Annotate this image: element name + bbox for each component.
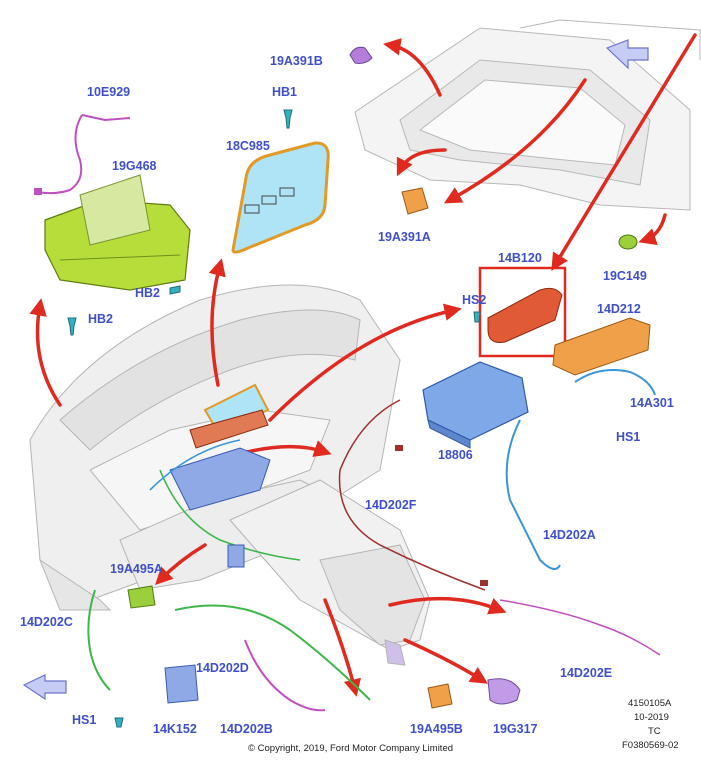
component-19a391a xyxy=(401,187,429,215)
label-hs1-lower: HS1 xyxy=(72,713,96,727)
label-14d202d: 14D202D xyxy=(196,661,249,675)
component-14b120 xyxy=(487,287,563,343)
component-14k152 xyxy=(164,664,199,704)
arrow-to-19a495a xyxy=(155,543,207,585)
wire-14a301 xyxy=(574,369,656,396)
label-hs2: HS2 xyxy=(462,293,486,307)
direction-arrow-icon-bottom xyxy=(22,674,67,701)
arrow-to-19a391b xyxy=(383,38,442,97)
wire-10e929 xyxy=(37,114,83,195)
arrow-to-14d202e xyxy=(388,596,507,615)
label-14d202b: 14D202B xyxy=(220,722,273,736)
footer: © Copyright, 2019, Ford Motor Company Li… xyxy=(248,698,679,754)
component-19a391b xyxy=(349,46,373,64)
pointer-arrows xyxy=(29,33,697,697)
label-14d202e: 14D202E xyxy=(560,666,612,680)
component-14d212 xyxy=(552,317,651,376)
label-14k152: 14K152 xyxy=(153,722,197,736)
component-18806 xyxy=(422,361,529,449)
arrow-to-19a391a xyxy=(443,78,587,204)
direction-arrow-icon-top xyxy=(605,39,649,70)
component-hb2-a xyxy=(169,285,181,295)
label-14b120: 14B120 xyxy=(498,251,542,265)
label-19a495a: 19A495A xyxy=(110,562,163,576)
dash-harness-cluster xyxy=(149,383,301,568)
roof-headliner xyxy=(354,19,701,211)
wire-14d202e xyxy=(499,599,661,656)
arrow-to-hs2-module xyxy=(268,303,462,422)
wire-14d202c xyxy=(87,589,111,691)
arrow-to-19g317 xyxy=(403,638,488,684)
callout-labels: 19A391B 10E929 HB1 19G468 18C985 19A391A… xyxy=(20,54,674,736)
arrow-to-sunroof-lamp xyxy=(396,148,447,177)
label-14d212: 14D212 xyxy=(597,302,641,316)
label-19c149: 19C149 xyxy=(603,269,647,283)
label-hb1: HB1 xyxy=(272,85,297,99)
label-14d202f: 14D202F xyxy=(365,498,417,512)
label-18806: 18806 xyxy=(438,448,473,462)
label-hs1-upper: HS1 xyxy=(616,430,640,444)
label-14d202a: 14D202A xyxy=(543,528,596,542)
component-hb2-b xyxy=(67,317,77,336)
label-14d202c: 14D202C xyxy=(20,615,73,629)
label-19a495b: 19A495B xyxy=(410,722,463,736)
component-19g317 xyxy=(487,678,521,705)
label-hb2-upper: HB2 xyxy=(135,286,160,300)
component-hb1 xyxy=(283,109,293,129)
figure-code-3: TC xyxy=(648,726,661,737)
figure-code-4: F0380569-02 xyxy=(622,740,679,751)
label-19a391a: 19A391A xyxy=(378,230,431,244)
figure-code-2: 10-2019 xyxy=(634,712,669,723)
arrow-to-19g468 xyxy=(29,298,62,407)
arrow-to-14b120 xyxy=(551,33,697,271)
label-19g317: 19G317 xyxy=(493,722,538,736)
label-19a391b: 19A391B xyxy=(270,54,323,68)
figure-code-1: 4150105A xyxy=(628,698,672,709)
center-console xyxy=(229,479,431,666)
component-hs1-lower xyxy=(114,717,124,728)
label-19g468: 19G468 xyxy=(112,159,157,173)
component-19a495a xyxy=(127,585,156,609)
arrow-to-18c985 xyxy=(208,258,226,387)
label-10e929: 10E929 xyxy=(87,85,130,99)
label-14a301: 14A301 xyxy=(630,396,674,410)
component-hs2 xyxy=(473,311,481,323)
wire-14d202a xyxy=(505,419,561,570)
arrow-to-19a495b-wire xyxy=(323,598,361,697)
component-18c985 xyxy=(231,141,330,254)
copyright-text: © Copyright, 2019, Ford Motor Company Li… xyxy=(248,743,453,754)
wire-14d202d xyxy=(174,604,371,701)
component-19c149 xyxy=(618,234,638,250)
wire-14d202b xyxy=(244,639,326,712)
label-hb2-lower: HB2 xyxy=(88,312,113,326)
component-19g468 xyxy=(44,174,191,291)
label-18c985: 18C985 xyxy=(226,139,270,153)
component-19a495b xyxy=(427,683,453,709)
arrow-to-19c149 xyxy=(638,213,667,245)
wire-14d202f xyxy=(338,399,486,591)
